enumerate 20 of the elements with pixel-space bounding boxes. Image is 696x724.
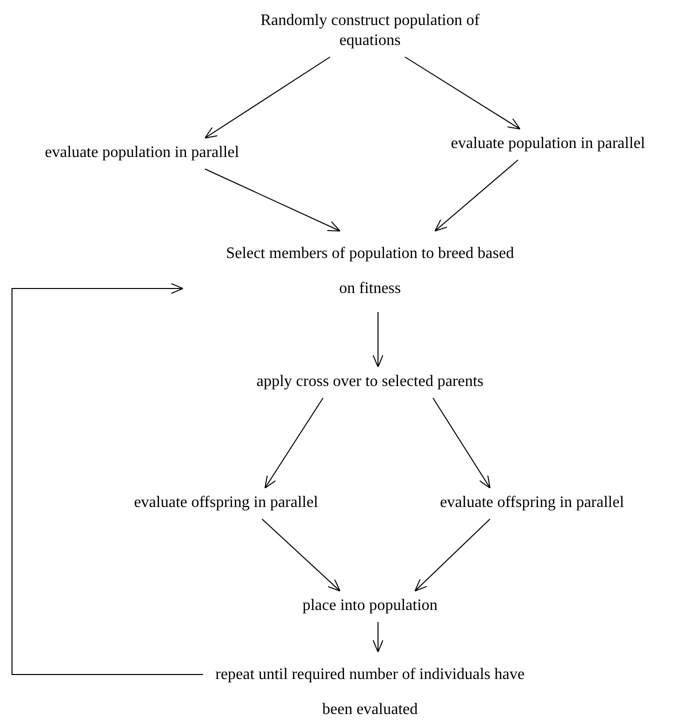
step-text: Randomly construct population of equations <box>232 11 508 51</box>
arrow <box>434 160 518 232</box>
step-text: evaluate offspring in parallel <box>96 493 356 513</box>
step-text: evaluate offspring in parallel <box>402 493 662 513</box>
arrow <box>204 56 330 138</box>
arrow <box>414 518 490 592</box>
step-text: apply cross over to selected parents <box>220 372 520 392</box>
step-text: evaluate population in parallel <box>7 143 277 163</box>
arrow <box>264 398 324 488</box>
step-text: Select members of population to breed based on fitness <box>218 236 522 306</box>
arrow <box>372 312 384 368</box>
arrow <box>372 622 384 652</box>
arrow <box>432 398 490 488</box>
step-text: evaluate population in parallel <box>413 134 683 154</box>
arrow <box>12 283 204 675</box>
step-text: place into population <box>270 596 470 616</box>
step-text: repeat until required number of individuals have been evaluated <box>205 657 535 724</box>
arrow <box>204 168 340 232</box>
arrow <box>404 56 520 130</box>
arrow <box>262 518 340 592</box>
